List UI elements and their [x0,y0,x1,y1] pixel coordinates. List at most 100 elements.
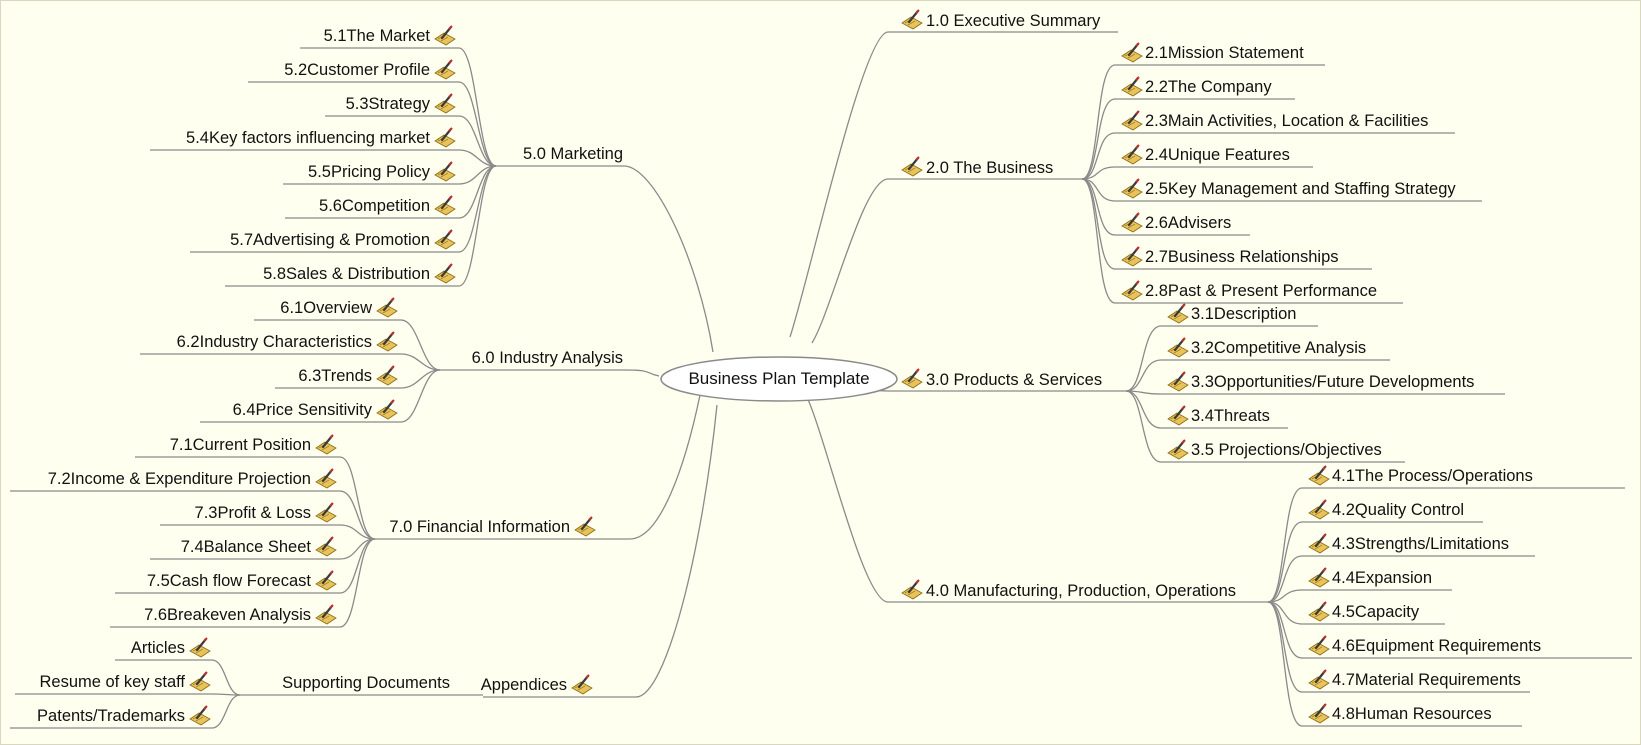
topic-b4-2[interactable]: 4.2Quality Control [1332,501,1465,519]
topic-b2-8[interactable]: 2.8Past & Present Performance [1145,282,1378,300]
topic-b2-1[interactable]: 2.1Mission Statement [1145,44,1304,62]
topic-b7-4[interactable]: 7.4Balance Sheet [180,538,311,556]
topic-b5-2[interactable]: 5.2Customer Profile [284,61,430,79]
topic-b5-6[interactable]: 5.6Competition [319,197,430,215]
branch-b1[interactable]: 1.0 Executive Summary [926,12,1101,30]
topic-b7-5[interactable]: 7.5Cash flow Forecast [146,572,311,590]
topic-b4-4[interactable]: 4.4Expansion [1332,569,1432,587]
document-edit-icon[interactable] [433,194,457,216]
document-edit-icon[interactable] [375,330,399,352]
document-edit-icon[interactable] [900,578,924,600]
topic-b5-1[interactable]: 5.1The Market [323,27,430,45]
document-edit-icon[interactable] [314,433,338,455]
document-edit-icon[interactable] [1120,177,1144,199]
branch-b8[interactable]: Appendices [480,676,567,694]
document-edit-icon[interactable] [433,228,457,250]
topic-b2-7[interactable]: 2.7Business Relationships [1145,248,1339,266]
topic-b7-3[interactable]: 7.3Profit & Loss [194,504,311,522]
document-edit-icon[interactable] [1307,498,1331,520]
document-edit-icon[interactable] [900,155,924,177]
topic-appendix-1[interactable]: Articles [130,639,185,657]
document-edit-icon[interactable] [1120,75,1144,97]
topic-b7-1[interactable]: 7.1Current Position [169,436,311,454]
branch-b7[interactable]: 7.0 Financial Information [389,518,570,536]
topic-b7-6[interactable]: 7.6Breakeven Analysis [144,606,311,624]
document-edit-icon[interactable] [1307,668,1331,690]
document-edit-icon[interactable] [573,515,597,537]
document-edit-icon[interactable] [188,704,212,726]
document-edit-icon[interactable] [1307,532,1331,554]
document-edit-icon[interactable] [1166,302,1190,324]
document-edit-icon[interactable] [570,673,594,695]
document-edit-icon[interactable] [375,296,399,318]
topic-b4-7[interactable]: 4.7Material Requirements [1332,671,1521,689]
document-edit-icon[interactable] [375,398,399,420]
document-edit-icon[interactable] [188,636,212,658]
branch-b3[interactable]: 3.0 Products & Services [926,371,1103,389]
topic-b4-3[interactable]: 4.3Strengths/Limitations [1332,535,1510,553]
topic-b2-3[interactable]: 2.3Main Activities, Location & Facilitie… [1145,112,1429,130]
document-edit-icon[interactable] [375,364,399,386]
topic-b2-5[interactable]: 2.5Key Management and Staffing Strategy [1145,180,1456,198]
topic-appendix-3[interactable]: Patents/Trademarks [37,707,185,725]
document-edit-icon[interactable] [433,58,457,80]
document-edit-icon[interactable] [1307,702,1331,724]
topic-b3-2[interactable]: 3.2Competitive Analysis [1191,339,1367,357]
document-edit-icon[interactable] [900,367,924,389]
branch-b4[interactable]: 4.0 Manufacturing, Production, Operation… [926,582,1237,600]
document-edit-icon[interactable] [1166,438,1190,460]
topic-b4-5[interactable]: 4.5Capacity [1332,603,1420,621]
document-edit-icon[interactable] [314,569,338,591]
document-edit-icon[interactable] [1120,245,1144,267]
branch-b5[interactable]: 5.0 Marketing [523,145,623,163]
topic-b5-4[interactable]: 5.4Key factors influencing market [186,129,430,147]
topic-b3-4[interactable]: 3.4Threats [1191,407,1270,425]
topic-b5-8[interactable]: 5.8Sales & Distribution [263,265,430,283]
document-edit-icon[interactable] [433,262,457,284]
topic-b2-2[interactable]: 2.2The Company [1145,78,1272,96]
topic-b5-5[interactable]: 5.5Pricing Policy [308,163,430,181]
topic-b4-8[interactable]: 4.8Human Resources [1332,705,1492,723]
topic-b6-1[interactable]: 6.1Overview [280,299,372,317]
topic-b5-7[interactable]: 5.7Advertising & Promotion [230,231,430,249]
branch-b6[interactable]: 6.0 Industry Analysis [471,349,623,367]
document-edit-icon[interactable] [188,670,212,692]
document-edit-icon[interactable] [433,92,457,114]
document-edit-icon[interactable] [1166,370,1190,392]
document-edit-icon[interactable] [1166,336,1190,358]
branch-b2[interactable]: 2.0 The Business [926,159,1054,177]
topic-b5-3[interactable]: 5.3Strategy [345,95,430,113]
document-edit-icon[interactable] [314,535,338,557]
topic-b3-1[interactable]: 3.1Description [1191,305,1297,323]
topic-b4-6[interactable]: 4.6Equipment Requirements [1332,637,1542,655]
document-edit-icon[interactable] [1307,600,1331,622]
topic-b4-1[interactable]: 4.1The Process/Operations [1332,467,1533,485]
central-topic-ellipse[interactable] [659,355,899,403]
document-edit-icon[interactable] [1120,41,1144,63]
document-edit-icon[interactable] [900,8,924,30]
document-edit-icon[interactable] [1120,143,1144,165]
document-edit-icon[interactable] [1120,109,1144,131]
topic-b6-4[interactable]: 6.4Price Sensitivity [232,401,372,419]
document-edit-icon[interactable] [1307,464,1331,486]
document-edit-icon[interactable] [433,126,457,148]
topic-b7-2[interactable]: 7.2Income & Expenditure Projection [47,470,311,488]
central-topic-label[interactable]: Business Plan Template [688,369,870,388]
document-edit-icon[interactable] [1120,279,1144,301]
document-edit-icon[interactable] [1307,634,1331,656]
topic-b2-6[interactable]: 2.6Advisers [1145,214,1232,232]
topic-b2-4[interactable]: 2.4Unique Features [1145,146,1290,164]
topic-b6-3[interactable]: 6.3Trends [298,367,372,385]
topic-supporting-documents[interactable]: Supporting Documents [282,674,450,692]
topic-b6-2[interactable]: 6.2Industry Characteristics [176,333,372,351]
document-edit-icon[interactable] [314,467,338,489]
document-edit-icon[interactable] [1166,404,1190,426]
document-edit-icon[interactable] [314,501,338,523]
document-edit-icon[interactable] [1307,566,1331,588]
topic-appendix-2[interactable]: Resume of key staff [39,673,185,691]
document-edit-icon[interactable] [1120,211,1144,233]
topic-b3-3[interactable]: 3.3Opportunities/Future Developments [1191,373,1475,391]
document-edit-icon[interactable] [433,160,457,182]
topic-b3-5[interactable]: 3.5 Projections/Objectives [1191,441,1382,459]
document-edit-icon[interactable] [433,24,457,46]
